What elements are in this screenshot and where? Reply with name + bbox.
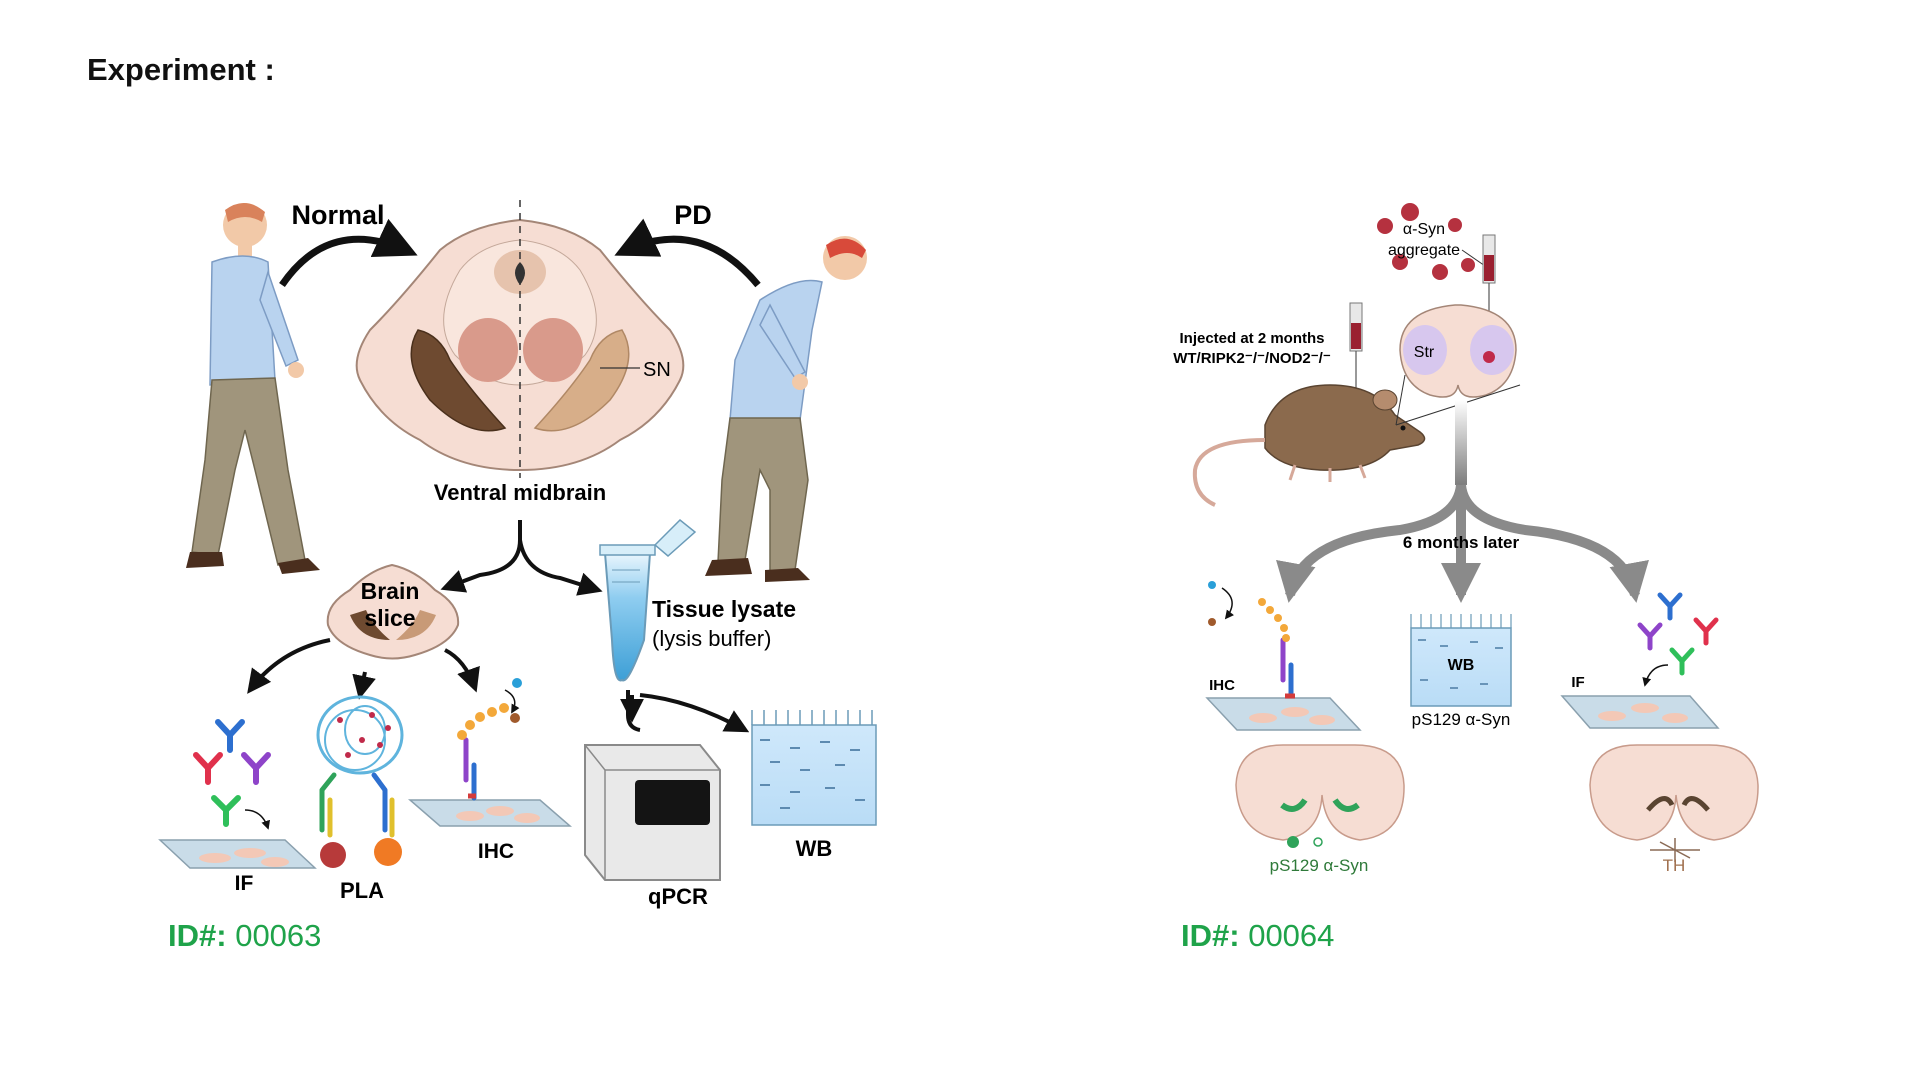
if-illustration — [158, 719, 317, 869]
pd-label: PD — [674, 200, 712, 230]
qpcr-label: qPCR — [648, 884, 708, 909]
normal-to-midbrain-arrow — [279, 218, 418, 287]
mouse-illustration — [1192, 384, 1426, 507]
wb-label-right: WB — [1448, 657, 1475, 674]
pla-illustration — [316, 695, 404, 868]
th-label: TH — [1663, 856, 1686, 875]
id-label-right: ID#: 00064 — [1181, 918, 1334, 954]
if-label-right: IF — [1571, 674, 1584, 691]
brain-slice-label-line1: Brain — [361, 578, 420, 604]
midbrain-to-lysate-arrow — [518, 539, 603, 596]
sn-label: SN — [643, 359, 671, 381]
pd-person-figure — [705, 236, 867, 582]
ventral-midbrain-label: Ventral midbrain — [434, 480, 606, 505]
brain-slice-label-line2: slice — [364, 605, 415, 631]
slice-to-pla-arrow — [352, 671, 376, 700]
ihc-label-left: IHC — [478, 840, 514, 863]
wb-gel-illustration-left — [751, 710, 877, 826]
branch-arrow-if — [1456, 484, 1649, 603]
aggregate-label-line1: α-Syn — [1403, 221, 1445, 238]
lysate-to-wb-arrow — [639, 693, 750, 733]
ps129-wb-label: pS129 α-Syn — [1412, 710, 1511, 729]
ihc-illustration-right — [1205, 581, 1405, 848]
normal-label: Normal — [291, 200, 384, 230]
injected-label: Injected at 2 months — [1179, 330, 1324, 347]
if-label-left: IF — [235, 872, 254, 895]
lysis-buffer-label: (lysis buffer) — [652, 626, 771, 651]
id-prefix-left: ID#: — [168, 918, 227, 953]
id-number-left: 00063 — [235, 918, 322, 953]
page-title: Experiment : — [87, 52, 275, 87]
ihc-illustration-left — [407, 678, 573, 827]
aggregate-label-line2: aggregate — [1388, 242, 1460, 259]
coronal-brain-section-illustration — [1399, 304, 1517, 398]
pla-label: PLA — [340, 878, 384, 903]
midbrain-to-slice-arrow — [440, 520, 522, 593]
pd-to-midbrain-arrow — [614, 218, 761, 288]
syringe-icon — [1349, 234, 1496, 400]
branch-arrow-ihc — [1276, 484, 1466, 603]
wb-label-left: WB — [796, 836, 833, 861]
id-prefix-right: ID#: — [1181, 918, 1240, 953]
ihc-label-right: IHC — [1209, 677, 1235, 694]
mouse-pointer-line-1 — [1395, 374, 1406, 426]
id-number-right: 00064 — [1248, 918, 1335, 953]
ventral-midbrain-illustration — [355, 200, 685, 478]
genotype-label: WT/RIPK2⁻/⁻/NOD2⁻/⁻ — [1173, 350, 1331, 367]
slice-to-if-arrow — [247, 638, 331, 694]
lysate-tube-illustration — [599, 518, 697, 682]
normal-person-figure — [186, 202, 320, 574]
str-label: Str — [1414, 344, 1435, 361]
wb-gel-illustration-right — [1410, 614, 1512, 707]
brain-slice-illustration — [326, 563, 460, 660]
if-illustration-right — [1560, 592, 1759, 862]
tissue-lysate-label: Tissue lysate — [652, 596, 796, 622]
id-label-left: ID#: 00063 — [168, 918, 321, 954]
ps129-ihc-label: pS129 α-Syn — [1270, 856, 1369, 875]
slice-to-ihc-arrow — [444, 648, 480, 693]
six-months-later-label: 6 months later — [1403, 533, 1520, 552]
qpcr-machine-illustration — [584, 744, 721, 881]
alpha-syn-aggregates-icon — [1377, 203, 1475, 280]
timeline-stem — [1455, 400, 1467, 485]
